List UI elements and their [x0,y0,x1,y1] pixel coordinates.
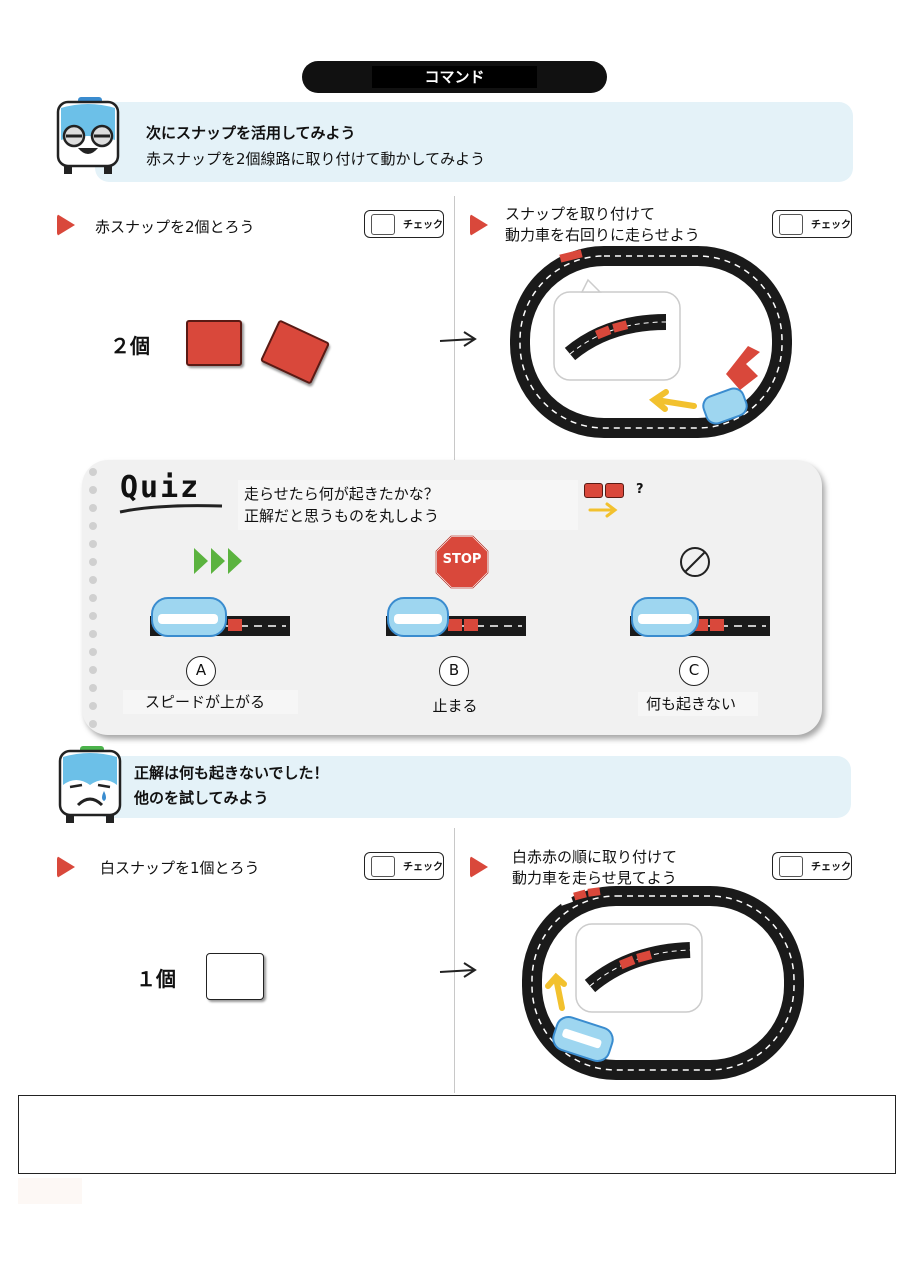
spiral-binding [89,468,97,728]
hint-question-mark: ? [636,482,644,497]
result-line1: 正解は何も起きないでした！ [134,764,329,782]
option-c-train [630,597,770,637]
check-button[interactable]: チェック [772,852,852,880]
step-marker-icon [470,856,488,878]
step2-line2: 動力車を右回りに走らせよう [505,226,700,244]
arrow-right-icon [439,331,477,347]
check-button[interactable]: チェック [364,852,444,880]
result-line2: 他のを試してみよう [134,789,269,807]
option-b-circle[interactable]: B [439,656,469,686]
step-marker-icon [57,214,75,236]
red-snap-2 [259,319,331,385]
quiz-question-line1: 走らせたら何が起きたかな？ [244,485,439,503]
hint-red-snap [605,483,624,498]
check-button[interactable]: チェック [772,210,852,238]
option-a-circle[interactable]: A [186,656,216,686]
stop-sign-text: STOP [442,552,482,567]
red-snap-1 [186,320,242,366]
track-loop-illustration [522,886,804,1080]
check-button[interactable]: チェック [364,210,444,238]
intro-text: 赤スナップを2個線路に取り付けて動かしてみよう [146,150,486,168]
step4-line1: 白赤赤の順に取り付けて [512,848,678,866]
step1-text: 赤スナップを2個とろう [95,218,255,236]
checkbox[interactable] [371,214,395,235]
arrow-right-icon [439,962,477,978]
hint-red-snap [584,483,603,498]
step4-line2: 動力車を走らせ見てよう [512,869,677,887]
page-title: コマンド [372,66,537,88]
column-divider [454,196,455,466]
robot-sad-icon [58,746,122,823]
nothing-icon [680,547,710,577]
intro-banner [95,102,853,182]
column-divider [454,828,455,1093]
white-snap [206,953,264,1000]
hint-arrow-icon [588,502,618,518]
step-marker-icon [470,214,488,236]
question-box [238,480,578,530]
quiz-underline [119,504,223,514]
quiz-logo: Quiz [120,470,201,505]
track-loop-illustration [510,246,792,438]
option-a-train [150,597,290,637]
notes-box[interactable] [18,1095,896,1174]
stop-sign-icon [435,535,489,589]
robot-happy-icon [56,97,120,174]
step-marker-icon [57,856,75,878]
result-banner [95,756,851,818]
speed-up-icon [194,548,242,574]
step3-text: 白スナップを1個とろう [100,859,260,877]
page-corner-mark [18,1178,82,1204]
option-c-circle[interactable]: C [679,656,709,686]
option-b-label[interactable]: 止まる [432,697,478,715]
option-a-label[interactable]: スピードが上がる [123,690,298,714]
option-c-label[interactable]: 何も起きない [638,692,758,716]
option-b-train [386,597,526,637]
intro-title: 次にスナップを活用してみよう [146,124,356,142]
step3-count: １個 [136,967,176,991]
checkbox[interactable] [779,856,803,877]
step2-line1: スナップを取り付けて [505,205,656,223]
checkbox[interactable] [779,214,803,235]
step1-count: ２個 [110,334,150,358]
checkbox[interactable] [371,856,395,877]
quiz-question-line2: 正解だと思うものを丸しよう [244,507,440,525]
